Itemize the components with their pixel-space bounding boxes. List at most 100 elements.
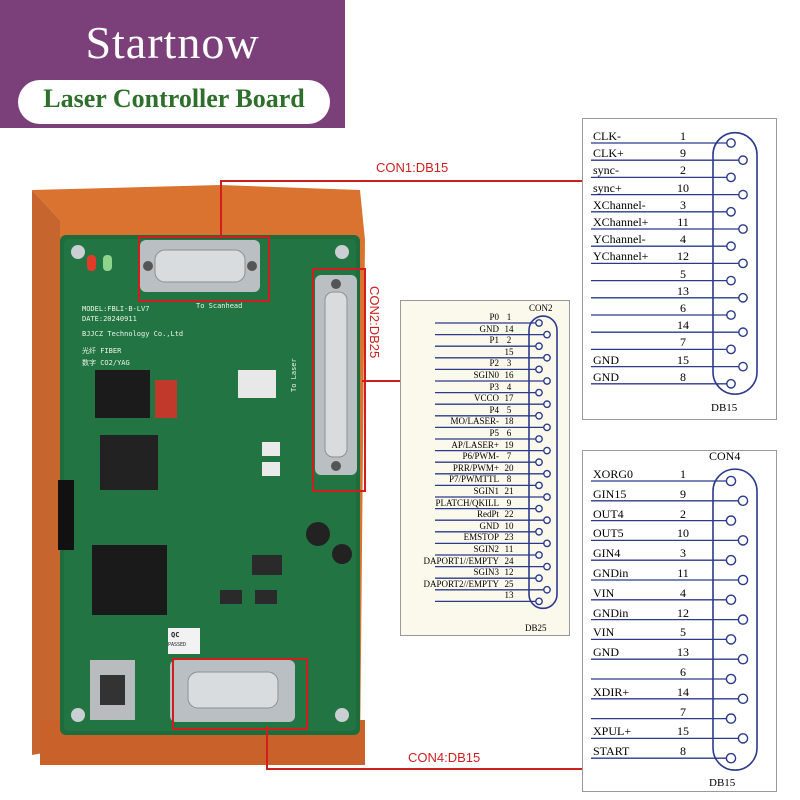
to-laser-text: To Laser (290, 358, 298, 392)
pin-number: 22 (504, 509, 514, 520)
con4-connector-diagram (591, 468, 758, 771)
pin-name: AP/LASER+ (451, 439, 499, 450)
pin-name: DAPORT1//EMPTY (423, 555, 499, 566)
pin-circle (725, 515, 737, 526)
con4-label: CON4:DB15 (408, 750, 481, 765)
pin-number: 15 (677, 724, 689, 739)
pin-circle (726, 310, 736, 320)
pin-number: 23 (504, 532, 514, 543)
pin-circle (725, 554, 737, 566)
pin-circle (535, 574, 543, 583)
con4-leader-horizontal (266, 768, 634, 770)
pin-name: OUT5 (593, 526, 624, 541)
pin-number: 6 (680, 301, 686, 315)
pin-number: 6 (680, 665, 686, 679)
pin-number: 15 (504, 346, 514, 357)
pin-name: PRR/PWM+ (452, 462, 499, 473)
pin-name: sync- (593, 163, 619, 178)
product-title: Laser Controller Board (43, 84, 305, 113)
pin-number: 14 (504, 323, 514, 334)
pin-circle (737, 733, 749, 744)
con1-connector-diagram (591, 131, 758, 395)
pin-circle (726, 206, 736, 217)
pin-name: P0 (489, 312, 499, 322)
con1-leader-horizontal (220, 180, 582, 182)
pin-circle (535, 597, 543, 606)
pin-name: P1 (489, 335, 499, 346)
con2-highlight-box (312, 268, 366, 492)
pin-number: 10 (677, 526, 689, 541)
pin-number: 11 (677, 215, 689, 229)
pin-number: 6 (506, 428, 512, 438)
pin-number: 13 (677, 645, 689, 660)
pin-circle (726, 241, 736, 252)
con4-leader-vertical (266, 726, 268, 770)
pin-circle (737, 693, 749, 705)
pin-circle (738, 224, 748, 234)
pin-name: SGIN2 (473, 544, 499, 554)
pin-number: 1 (680, 467, 686, 481)
pin-circle (725, 752, 737, 764)
pin-name: CLK+ (593, 146, 624, 161)
pin-circle (725, 634, 737, 645)
pin-name: GND (593, 352, 619, 367)
pin-circle (535, 458, 543, 467)
pin-number: 7 (680, 704, 686, 719)
pin-name: SGIN0 (473, 370, 499, 380)
con2-caption: DB25 (525, 623, 547, 633)
pin-circle (535, 319, 543, 327)
pin-number: 7 (506, 451, 512, 462)
pin-name: P7/PWMTTL (448, 474, 499, 485)
pin-circle (737, 653, 749, 665)
pin-circle (737, 614, 749, 625)
pin-number: 14 (677, 318, 689, 333)
pin-number: 16 (504, 370, 514, 380)
pin-circle (725, 475, 737, 487)
pin-number: 5 (506, 404, 512, 415)
pin-circle (738, 292, 748, 303)
pin-circle (535, 504, 543, 513)
pin-circle (543, 377, 551, 385)
pin-number: 4 (680, 232, 686, 247)
pin-name: VIN (593, 625, 615, 640)
pin-number: 12 (677, 605, 689, 620)
pin-name: DAPORT2//EMPTY (423, 578, 499, 589)
pin-name: GIN4 (593, 546, 621, 561)
pin-circle (543, 585, 551, 594)
pin-circle (725, 713, 737, 724)
pin-number: 4 (680, 585, 686, 600)
pin-circle (535, 435, 543, 443)
pin-circle (737, 574, 749, 586)
pin-name: OUT4 (593, 506, 624, 521)
pin-number: 18 (504, 416, 514, 427)
pin-name: SGIN3 (473, 567, 499, 578)
pin-number: 11 (677, 566, 689, 580)
pin-circle (543, 353, 551, 362)
pin-number: 19 (504, 439, 514, 450)
pin-circle (535, 411, 543, 420)
pin-circle (738, 327, 748, 338)
pin-number: 13 (504, 590, 514, 601)
pin-number: 9 (680, 486, 686, 501)
con2-leader (362, 380, 402, 382)
pin-circle (725, 594, 737, 606)
pin-circle (543, 562, 551, 571)
pin-name: sync+ (593, 180, 622, 195)
pin-name: P6/PWM- (462, 451, 499, 462)
to-scanhead-text: To Scanhead (196, 302, 243, 310)
board-digital-text: 数字 CO2/YAG (82, 359, 130, 367)
con2-label: CON2:DB25 (367, 286, 382, 359)
pin-circle (738, 155, 748, 166)
pin-number: 8 (506, 474, 512, 485)
pin-number: 5 (680, 266, 686, 281)
con1-leader-vertical (220, 180, 222, 236)
pin-circle (738, 189, 748, 200)
pin-number: 7 (680, 335, 686, 350)
pin-name: P3 (489, 381, 499, 392)
pin-circle (543, 469, 551, 478)
con4-highlight-box (172, 658, 308, 730)
pin-name: START (593, 744, 630, 759)
pin-name: XPUL+ (593, 724, 632, 739)
pin-number: 2 (680, 163, 686, 178)
